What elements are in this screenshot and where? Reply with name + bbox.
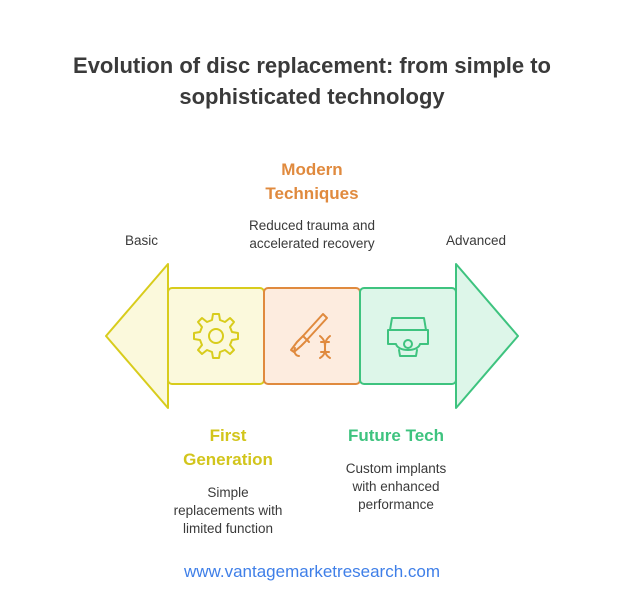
first-generation-block: [167, 287, 265, 385]
scalpel-dna-icon: [290, 313, 331, 359]
right-arrow-head: [455, 263, 519, 409]
stage-modern-techniques-description: Reduced trauma and accelerated recovery: [248, 218, 376, 251]
title-line-2: sophisticated technology: [179, 84, 445, 109]
stage-modern-techniques-title: Modern Techniques: [265, 160, 359, 203]
future-tech-block: [359, 287, 457, 385]
title-line-1: Evolution of disc replacement: from simp…: [73, 53, 551, 78]
basic-label: Basic: [125, 233, 159, 248]
left-arrow-head: [105, 263, 169, 409]
diagram-title: Evolution of disc replacement: from simp…: [0, 50, 624, 112]
advanced-label: Advanced: [446, 233, 507, 248]
stage-future-tech-description: Custom implants with enhanced performanc…: [345, 461, 447, 512]
robot-icon: [387, 317, 429, 357]
stage-first-generation-title: First Generation: [183, 426, 273, 469]
modern-techniques-block: [263, 287, 361, 385]
stage-first-generation-description: Simple replacements with limited functio…: [173, 485, 283, 536]
stage-future-tech-title: Future Tech: [347, 426, 445, 445]
gear-icon: [193, 313, 239, 359]
footer-website-link[interactable]: www.vantagemarketresearch.com: [183, 562, 441, 581]
